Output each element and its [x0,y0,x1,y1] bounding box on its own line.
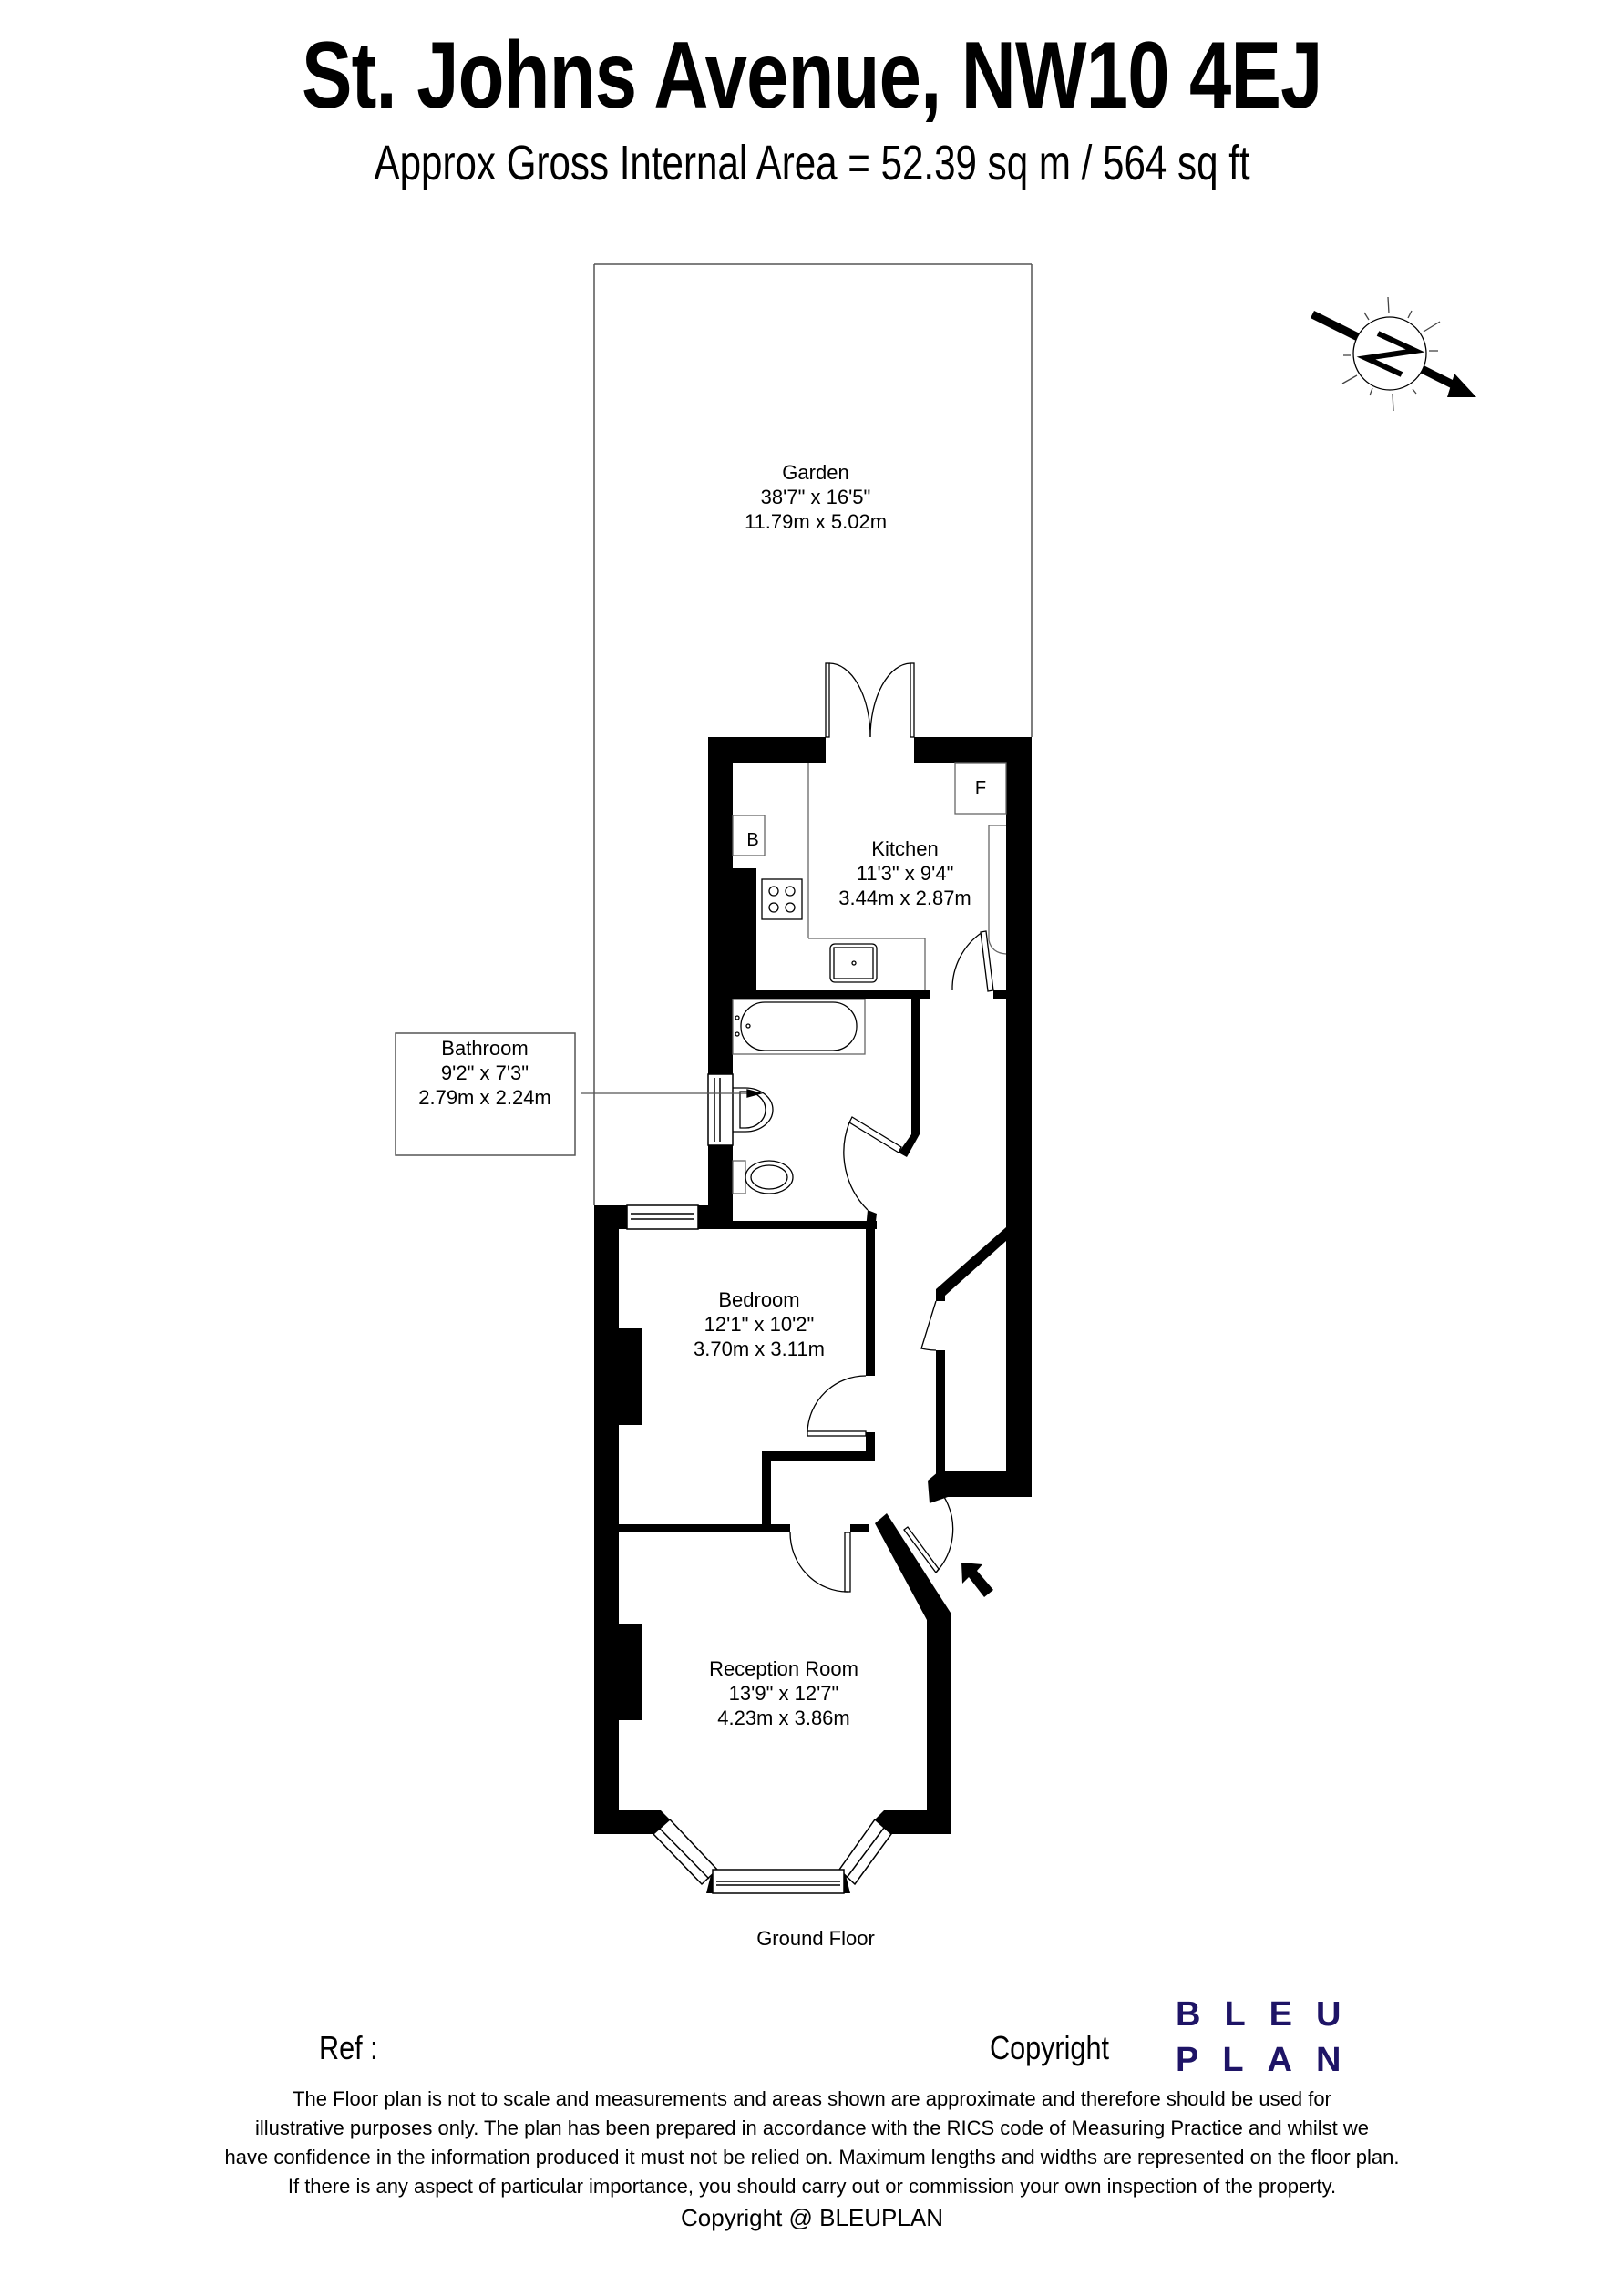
room-label-garden: Garden 38'7" x 16'5" 11.79m x 5.02m [744,461,888,533]
fridge-label: F [974,778,987,798]
room-label-bathroom: Bathroom 9'2" x 7'3" 2.79m x 2.24m [418,1037,551,1109]
footer-copyright: Copyright @ BLEUPLAN [681,2204,943,2231]
bleuplan-logo: BLEU PLAN [1176,1995,1365,2079]
kitchen-fixtures [732,762,1007,990]
room-label-kitchen: Kitchen 11'3" x 9'4" 3.44m x 2.87m [838,837,971,909]
room-label-reception: Reception Room 13'9" x 12'7" 4.23m x 3.8… [709,1657,858,1729]
bathroom-fixtures [581,999,866,1194]
side-windows [626,1073,734,1230]
walls [594,737,1032,1893]
copyright-label: Copyright [990,2029,1109,2066]
floor-label: Ground Floor [756,1927,875,1950]
entrance-arrow-icon [961,1563,993,1597]
doors [789,662,994,1593]
page-title: St. Johns Avenue, NW10 4EJ [302,23,1322,128]
bathroom-label-box [395,1032,576,1156]
ref-label: Ref : [319,2029,378,2066]
disclaimer: The Floor plan is not to scale and measu… [224,2087,1400,2198]
boiler-label: B [746,830,759,850]
north-compass-icon [1310,296,1476,412]
garden-outline [593,263,1033,1205]
area-subtitle: Approx Gross Internal Area = 52.39 sq m … [374,136,1250,190]
room-label-bedroom: Bedroom 12'1" x 10'2" 3.70m x 3.11m [694,1288,825,1360]
bay-windows [652,1818,893,1894]
